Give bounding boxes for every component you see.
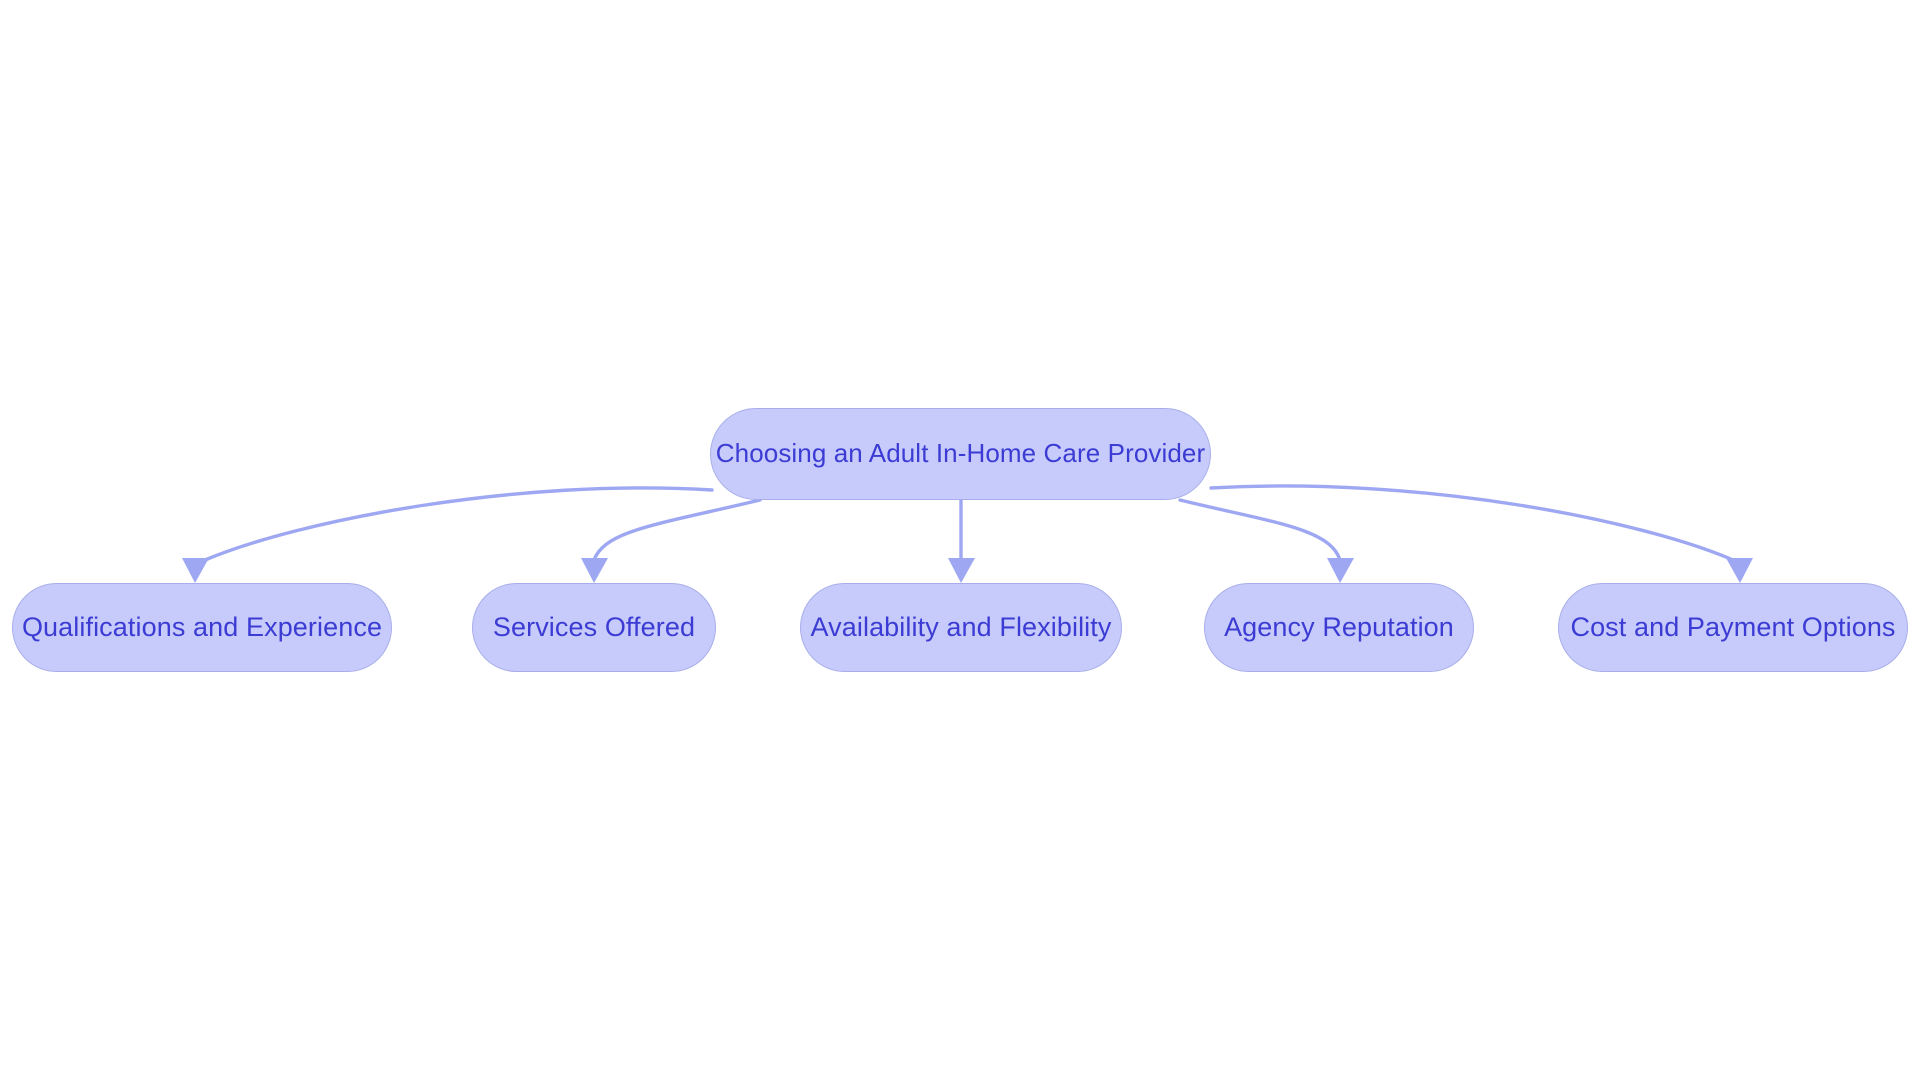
arrowhead-icon xyxy=(182,558,209,583)
edge-root-to-availability-and-flexibility xyxy=(948,498,975,583)
arrowhead-icon xyxy=(581,558,608,583)
node-root-label: Choosing an Adult In-Home Care Provider xyxy=(715,438,1206,469)
node-services-offered-label: Services Offered xyxy=(492,611,696,642)
node-qualifications-and-experience-label: Qualifications and Experience xyxy=(21,611,383,642)
arrowhead-icon xyxy=(948,558,975,583)
arrowhead-icon xyxy=(1327,558,1354,583)
node-cost-and-payment-options-label: Cost and Payment Options xyxy=(1570,611,1896,642)
edge-root-to-qualifications-and-experience xyxy=(182,486,714,583)
edge-root-to-agency-reputation xyxy=(1178,498,1354,583)
node-services-offered[interactable]: Services Offered xyxy=(472,583,716,672)
node-availability-and-flexibility-label: Availability and Flexibility xyxy=(810,611,1112,642)
edge-root-to-services-offered xyxy=(581,498,762,583)
arrowhead-icon xyxy=(1726,558,1753,583)
node-availability-and-flexibility[interactable]: Availability and Flexibility xyxy=(800,583,1122,672)
node-qualifications-and-experience[interactable]: Qualifications and Experience xyxy=(12,583,392,672)
node-agency-reputation-label: Agency Reputation xyxy=(1224,611,1454,642)
node-cost-and-payment-options[interactable]: Cost and Payment Options xyxy=(1558,583,1908,672)
edge-root-to-cost-and-payment-options xyxy=(1209,484,1753,583)
node-root[interactable]: Choosing an Adult In-Home Care Provider xyxy=(710,408,1211,500)
node-agency-reputation[interactable]: Agency Reputation xyxy=(1204,583,1474,672)
